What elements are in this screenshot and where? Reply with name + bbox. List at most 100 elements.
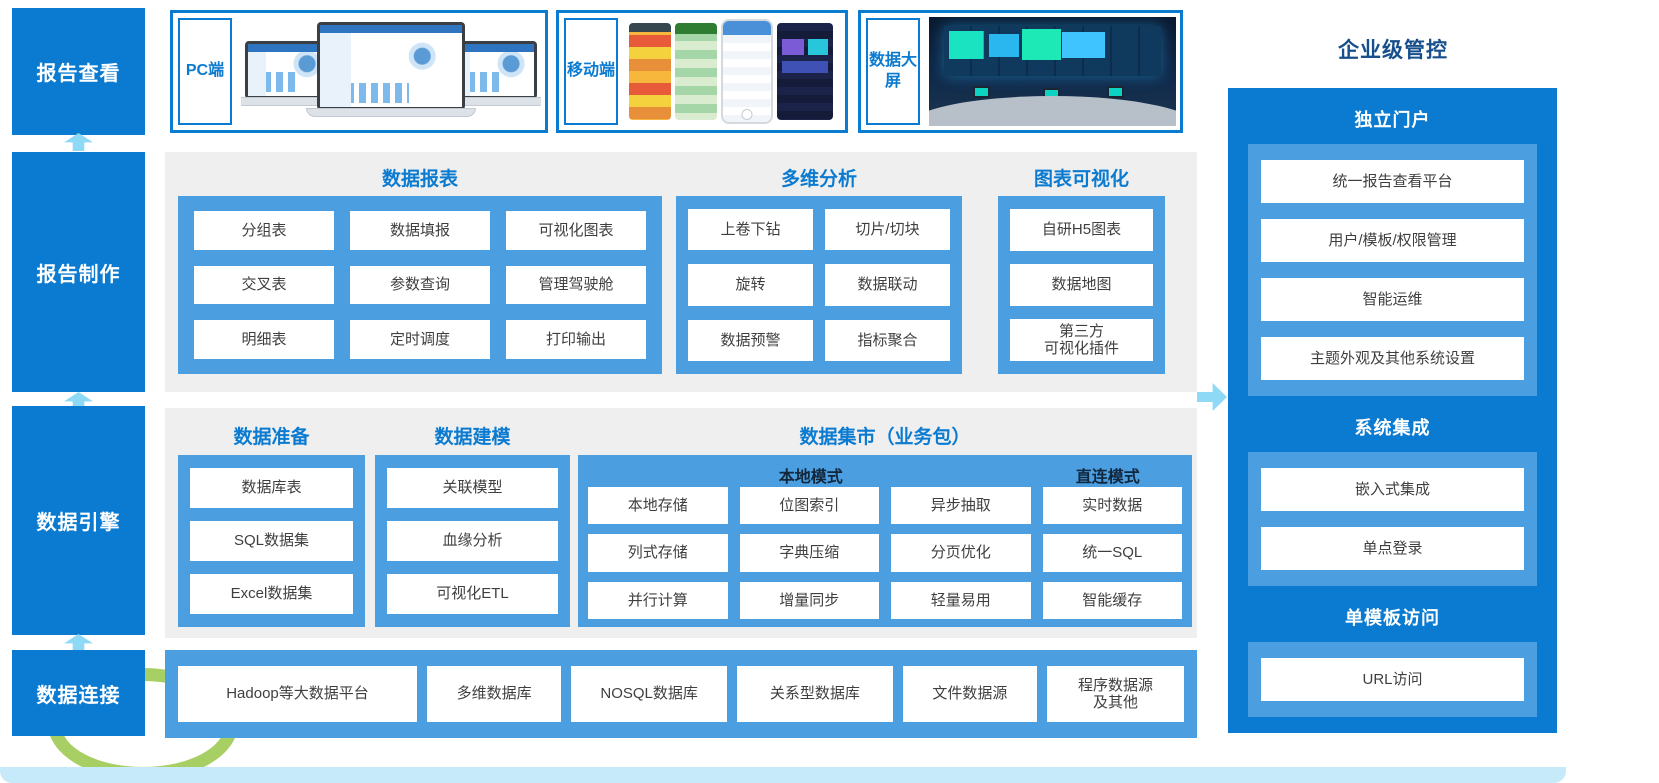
section-title-olap: 多维分析 bbox=[780, 169, 857, 190]
feature-button: 管理驾驶舱 bbox=[506, 265, 646, 305]
feature-button: 分组表 bbox=[194, 211, 334, 250]
datasource-button: 程序数据源 及其他 bbox=[1047, 666, 1184, 722]
section-title-data-mart: 数据集市（业务包） bbox=[799, 427, 971, 448]
phone-white-device bbox=[721, 19, 773, 124]
mart-direct-mode-label: 直连模式 bbox=[1075, 469, 1140, 486]
feature-button: 数据联动 bbox=[825, 264, 950, 306]
feature-button: 参数查询 bbox=[350, 265, 490, 305]
section-title-data-prep: 数据准备 bbox=[233, 427, 310, 448]
feature-button: 第三方 可视化插件 bbox=[1010, 319, 1153, 361]
screen-wall bbox=[943, 25, 1162, 76]
pc-terminal-label: PC端 bbox=[178, 18, 232, 125]
feature-button: 旋转 bbox=[688, 264, 813, 306]
enterprise-control-panel: 独立门户 统一报告查看平台用户/模板/权限管理智能运维主题外观及其他系统设置 系… bbox=[1228, 88, 1557, 733]
olap-grid: 上卷下钻切片/切块旋转数据联动数据预警指标聚合 bbox=[676, 196, 962, 374]
feature-button: 单点登录 bbox=[1261, 527, 1524, 570]
data-mart-box: 本地模式 直连模式 本地存储位图索引异步抽取实时数据列式存储字典压缩分页优化统一… bbox=[578, 455, 1192, 627]
feature-button: 分页优化 bbox=[891, 534, 1031, 572]
laptop-screen bbox=[452, 44, 534, 96]
mobile-screenshots bbox=[627, 17, 841, 126]
datasource-button: NOSQL数据库 bbox=[571, 666, 728, 722]
left-nav-item-report-creation: 报告制作 bbox=[12, 152, 145, 392]
feature-button: 统一报告查看平台 bbox=[1261, 160, 1524, 203]
feature-button: URL访问 bbox=[1261, 658, 1524, 701]
phone-table-screen bbox=[675, 23, 717, 120]
datasource-button: 关系型数据库 bbox=[737, 666, 893, 722]
left-nav-item-report-viewing: 报告查看 bbox=[12, 8, 145, 135]
feature-button: SQL数据集 bbox=[190, 521, 353, 561]
laptop-screen bbox=[320, 25, 462, 107]
curved-desk bbox=[929, 96, 1176, 126]
datasource-button: 多维数据库 bbox=[427, 666, 562, 722]
feature-button: 嵌入式集成 bbox=[1261, 468, 1524, 511]
phone-dark-dashboard bbox=[777, 23, 833, 120]
feature-button: 实时数据 bbox=[1042, 487, 1182, 525]
independent-portal-box: 统一报告查看平台用户/模板/权限管理智能运维主题外观及其他系统设置 bbox=[1248, 144, 1537, 396]
flow-right-arrow-icon bbox=[1197, 383, 1227, 411]
feature-button: 数据库表 bbox=[190, 468, 353, 508]
feature-button: 数据地图 bbox=[1010, 264, 1153, 306]
decorative-bottom-band bbox=[0, 767, 1566, 783]
system-integration-box: 嵌入式集成单点登录 bbox=[1248, 452, 1537, 586]
enterprise-control-title: 企业级管控 bbox=[1338, 39, 1448, 62]
data-report-grid: 分组表数据填报可视化图表交叉表参数查询管理驾驶舱明细表定时调度打印输出 bbox=[178, 196, 662, 374]
feature-button: 可视化图表 bbox=[506, 211, 646, 250]
feature-button: 数据预警 bbox=[688, 319, 813, 361]
bigscreen-label: 数据大屏 bbox=[866, 18, 920, 125]
feature-button: 切片/切块 bbox=[825, 209, 950, 251]
feature-button: 数据填报 bbox=[350, 211, 490, 250]
feature-button: 用户/模板/权限管理 bbox=[1261, 219, 1524, 262]
data-modeling-grid: 关联模型血缘分析可视化ETL bbox=[375, 455, 570, 627]
left-nav-item-data-connection: 数据连接 bbox=[12, 650, 145, 736]
feature-button: 位图索引 bbox=[739, 487, 879, 525]
feature-button: 字典压缩 bbox=[739, 534, 879, 572]
section-title-chart-visualization: 图表可视化 bbox=[1033, 169, 1129, 190]
section-title-data-report: 数据报表 bbox=[381, 169, 458, 190]
feature-button: 上卷下钻 bbox=[688, 209, 813, 251]
pc-terminal-box: PC端 bbox=[170, 10, 548, 133]
feature-button: 本地存储 bbox=[588, 487, 728, 525]
chart-visualization-grid: 自研H5图表数据地图第三方 可视化插件 bbox=[998, 196, 1165, 374]
datasource-button: 文件数据源 bbox=[902, 666, 1038, 722]
datasource-button: Hadoop等大数据平台 bbox=[178, 666, 417, 722]
report-creation-panel: 数据报表 分组表数据填报可视化图表交叉表参数查询管理驾驶舱明细表定时调度打印输出… bbox=[165, 152, 1197, 392]
feature-button: 明细表 bbox=[194, 320, 334, 359]
feature-button: 统一SQL bbox=[1042, 534, 1182, 572]
feature-button: 智能缓存 bbox=[1042, 581, 1182, 619]
feature-button: 可视化ETL bbox=[387, 574, 558, 614]
feature-button: 主题外观及其他系统设置 bbox=[1261, 337, 1524, 380]
feature-button: 关联模型 bbox=[387, 468, 558, 508]
feature-button: 增量同步 bbox=[739, 581, 879, 619]
mobile-terminal-box: 移动端 bbox=[556, 10, 848, 133]
control-room-photo bbox=[929, 17, 1176, 126]
feature-button: 自研H5图表 bbox=[1010, 209, 1153, 251]
single-template-access-box: URL访问 bbox=[1248, 642, 1537, 717]
group-title-independent-portal: 独立门户 bbox=[1354, 110, 1431, 130]
bigscreen-box: 数据大屏 bbox=[858, 10, 1183, 133]
laptop-center bbox=[306, 22, 476, 117]
feature-button: 血缘分析 bbox=[387, 521, 558, 561]
feature-button: 异步抽取 bbox=[891, 487, 1031, 525]
feature-button: 轻量易用 bbox=[891, 581, 1031, 619]
data-mart-mode-headers: 本地模式 直连模式 bbox=[588, 463, 1182, 486]
mobile-terminal-label: 移动端 bbox=[564, 18, 618, 125]
monitor-icon bbox=[973, 86, 991, 98]
laptop-screen bbox=[248, 44, 330, 96]
feature-button: 交叉表 bbox=[194, 265, 334, 305]
feature-button: 定时调度 bbox=[350, 320, 490, 359]
mart-local-mode-label: 本地模式 bbox=[778, 469, 843, 486]
feature-button: 智能运维 bbox=[1261, 278, 1524, 321]
feature-button: 打印输出 bbox=[506, 320, 646, 359]
phone-heatmap-screen bbox=[629, 23, 671, 120]
group-title-system-integration: 系统集成 bbox=[1354, 418, 1431, 438]
section-title-data-modeling: 数据建模 bbox=[434, 427, 511, 448]
pc-dashboard-screenshot bbox=[241, 17, 541, 126]
feature-button: 并行计算 bbox=[588, 581, 728, 619]
feature-button: 指标聚合 bbox=[825, 319, 950, 361]
monitor-icon bbox=[1106, 86, 1124, 98]
